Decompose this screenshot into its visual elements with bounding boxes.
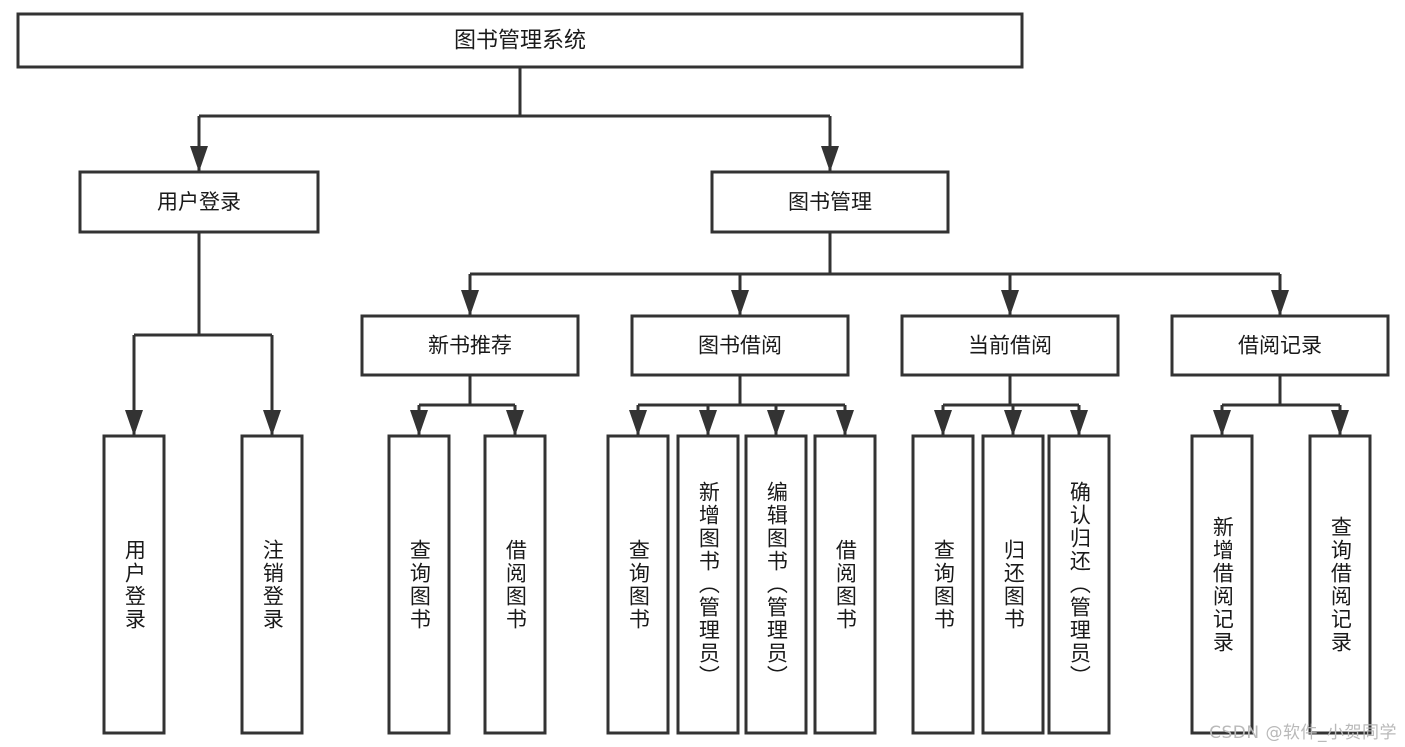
arrow-head-leaf-cb-query xyxy=(934,410,952,436)
node-box-leaf-cb-confirm[interactable] xyxy=(1047,434,1111,735)
node-box-leaf-bb-add[interactable] xyxy=(676,434,740,735)
arrow-head-l2-book-mgmt xyxy=(821,146,839,172)
node-box-l3-record[interactable] xyxy=(1170,314,1390,377)
arrow-head-l2-user-login xyxy=(190,146,208,172)
node-box-leaf-cb-return[interactable] xyxy=(981,434,1045,735)
node-label-l2-book-mgmt: 图书管理 xyxy=(788,190,872,214)
node-box-l2-book-mgmt[interactable] xyxy=(710,170,950,234)
node-box-root[interactable] xyxy=(16,12,1024,69)
node-box-l2-user-login[interactable] xyxy=(78,170,320,234)
arrow-head-leaf-user-login xyxy=(125,410,143,436)
arrow-head-l3-current xyxy=(1001,290,1019,316)
node-box-leaf-bb-query[interactable] xyxy=(606,434,670,735)
node-label-root: 图书管理系统 xyxy=(454,29,586,54)
arrow-head-leaf-nb-borrow xyxy=(506,410,524,436)
node-box-leaf-rec-query[interactable] xyxy=(1308,434,1372,735)
arrow-head-leaf-bb-borrow xyxy=(836,410,854,436)
arrow-head-leaf-rec-add xyxy=(1213,410,1231,436)
node-box-l3-current[interactable] xyxy=(900,314,1120,377)
arrow-head-leaf-logout xyxy=(263,410,281,436)
node-box-l3-borrow[interactable] xyxy=(630,314,850,377)
connector-layer xyxy=(125,67,1349,436)
box-layer xyxy=(16,12,1390,735)
node-box-leaf-cb-query[interactable] xyxy=(911,434,975,735)
arrow-head-l3-borrow xyxy=(731,290,749,316)
node-box-leaf-logout[interactable] xyxy=(240,434,304,735)
arrow-head-l3-record xyxy=(1271,290,1289,316)
node-label-l3-record: 借阅记录 xyxy=(1238,334,1322,358)
arrow-head-l3-new-book xyxy=(461,290,479,316)
node-label-l2-user-login: 用户登录 xyxy=(157,190,241,214)
node-box-leaf-user-login[interactable] xyxy=(102,434,166,735)
node-box-leaf-bb-borrow[interactable] xyxy=(813,434,877,735)
arrow-head-leaf-cb-return xyxy=(1004,410,1022,436)
node-box-l3-new-book[interactable] xyxy=(360,314,580,377)
watermark: CSDN @软件_小贺同学 xyxy=(1209,723,1397,743)
arrow-head-leaf-bb-edit xyxy=(767,410,785,436)
node-box-leaf-nb-query[interactable] xyxy=(387,434,451,735)
node-box-leaf-bb-edit[interactable] xyxy=(744,434,808,735)
arrow-head-leaf-nb-query xyxy=(410,410,428,436)
node-label-l3-current: 当前借阅 xyxy=(968,334,1052,358)
node-box-leaf-rec-add[interactable] xyxy=(1190,434,1254,735)
arrow-head-leaf-bb-query xyxy=(629,410,647,436)
node-label-l3-new-book: 新书推荐 xyxy=(428,334,512,358)
arrow-head-leaf-bb-add xyxy=(699,410,717,436)
arrow-head-leaf-rec-query xyxy=(1331,410,1349,436)
arrow-head-leaf-cb-confirm xyxy=(1070,410,1088,436)
node-box-leaf-nb-borrow[interactable] xyxy=(483,434,547,735)
node-label-l3-borrow: 图书借阅 xyxy=(698,334,782,358)
